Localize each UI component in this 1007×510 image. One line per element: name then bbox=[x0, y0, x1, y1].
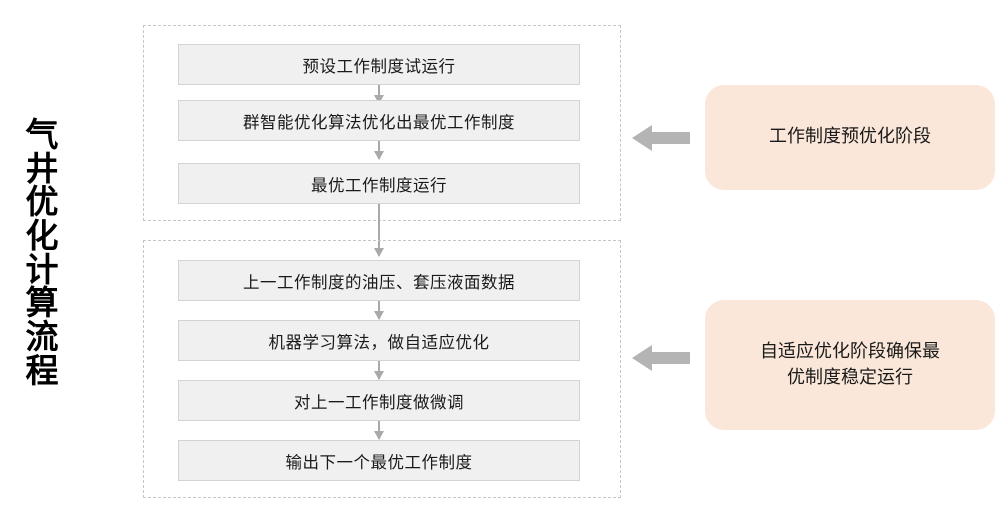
flow-step-box[interactable]: 对上一工作制度做微调 bbox=[178, 380, 580, 421]
flow-step-box[interactable]: 预设工作制度试运行 bbox=[178, 44, 580, 85]
flow-step-box[interactable]: 机器学习算法，做自适应优化 bbox=[178, 320, 580, 361]
arrow-left-icon bbox=[632, 123, 690, 153]
stage-callout[interactable]: 自适应优化阶段确保最 优制度稳定运行 bbox=[705, 300, 995, 430]
stage-group-pre-optimization bbox=[143, 25, 621, 221]
flow-step-box[interactable]: 输出下一个最优工作制度 bbox=[178, 440, 580, 481]
stage-callout[interactable]: 工作制度预优化阶段 bbox=[705, 85, 995, 190]
stage-callout-label: 工作制度预优化阶段 bbox=[769, 126, 931, 148]
arrow-down-icon bbox=[374, 85, 384, 104]
arrow-down-icon bbox=[374, 301, 384, 320]
flow-step-box[interactable]: 群智能优化算法优化出最优工作制度 bbox=[178, 100, 580, 141]
flow-step-box[interactable]: 最优工作制度运行 bbox=[178, 163, 580, 204]
flow-step-box[interactable]: 上一工作制度的油压、套压液面数据 bbox=[178, 260, 580, 301]
arrow-down-icon bbox=[374, 421, 384, 440]
arrow-down-icon bbox=[374, 204, 384, 257]
stage-group-adaptive-optimization bbox=[143, 240, 621, 498]
arrow-down-icon bbox=[374, 361, 384, 380]
stage-callout-label: 自适应优化阶段确保最 优制度稳定运行 bbox=[760, 340, 940, 388]
arrow-down-icon bbox=[374, 141, 384, 160]
page-title: 气井优化计算流程 bbox=[25, 115, 59, 390]
arrow-left-icon bbox=[632, 343, 690, 373]
